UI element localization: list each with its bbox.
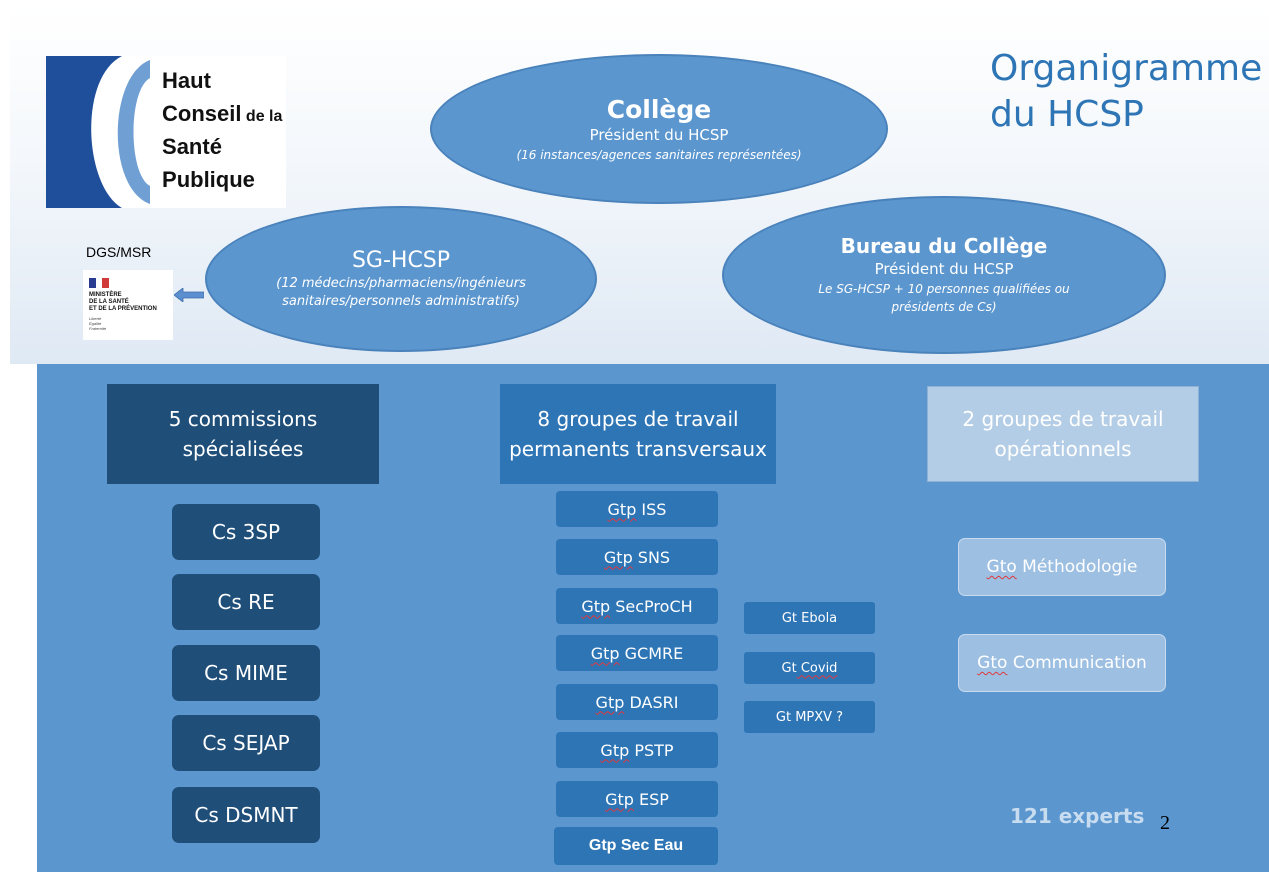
gtp-header: 8 groupes de travail permanents transvers… bbox=[500, 384, 776, 484]
commission-box: Cs DSMNT bbox=[172, 787, 320, 843]
gtp-name: SecProCH bbox=[610, 596, 693, 616]
gt-name: Covid bbox=[796, 660, 838, 676]
gto-prefix: Gto bbox=[986, 557, 1017, 577]
gto-prefix: Gto bbox=[977, 653, 1008, 673]
gto-box: Gto Méthodologie bbox=[958, 538, 1166, 596]
gtp-name: ISS bbox=[636, 499, 667, 519]
sg-title: SG-HCSP bbox=[351, 247, 451, 273]
gtp-box: Gtp ISS bbox=[556, 491, 718, 527]
gt-prefix: Gt bbox=[781, 610, 798, 626]
page-title: Organigramme du HCSP bbox=[990, 46, 1263, 138]
commission-box: Cs SEJAP bbox=[172, 715, 320, 771]
gtp-prefix: Gtp bbox=[605, 789, 634, 809]
gto-header-line-2: opérationnels bbox=[994, 437, 1132, 461]
title-line-1: Organigramme bbox=[990, 48, 1263, 89]
bureau-note-line-1: Le SG-HCSP + 10 personnes qualifiées ou bbox=[818, 282, 1070, 296]
commission-label: Cs SEJAP bbox=[202, 731, 290, 755]
ministere-line-1: MINISTÈRE bbox=[89, 292, 122, 298]
gtp-name: DASRI bbox=[624, 692, 679, 712]
gtp-box: Gtp ESP bbox=[556, 781, 718, 817]
motto-line-3: Fraternité bbox=[89, 326, 107, 331]
commission-label: Cs 3SP bbox=[211, 520, 281, 544]
commission-label: Cs DSMNT bbox=[194, 803, 298, 827]
commissions-header-line-2: spécialisées bbox=[182, 437, 304, 461]
logo-line-3: Santé bbox=[162, 134, 222, 159]
experts-count: 121 experts bbox=[1010, 804, 1145, 828]
gtp-box: Gtp DASRI bbox=[556, 684, 718, 720]
hcsp-logo: Haut Conseil de la Santé Publique bbox=[46, 56, 286, 208]
commission-label: Cs MIME bbox=[204, 661, 288, 685]
gtp-prefix: Gtp bbox=[595, 692, 625, 712]
gt-box: Gt Ebola bbox=[744, 602, 875, 634]
gt-name: Ebola bbox=[797, 610, 838, 626]
bureau-title: Bureau du Collège bbox=[840, 234, 1048, 258]
gtp-box: Gtp Sec Eau bbox=[554, 827, 718, 865]
gt-name: MPXV ? bbox=[791, 709, 844, 725]
dgs-label: DGS/MSR bbox=[86, 244, 152, 260]
gt-prefix: Gt bbox=[775, 709, 792, 725]
college-title: Collège bbox=[606, 94, 712, 124]
sg-note-line-2: sanitaires/personnels administratifs) bbox=[282, 293, 520, 309]
college-node: Collège Président du HCSP (16 instances/… bbox=[430, 54, 888, 204]
gtp-name: ESP bbox=[633, 789, 669, 809]
gto-header: 2 groupes de travail opérationnels bbox=[927, 386, 1199, 482]
college-note: (16 instances/agences sanitaires représe… bbox=[516, 147, 802, 162]
bureau-note-line-2: présidents de Cs) bbox=[891, 300, 997, 314]
ministere-line-3: ET DE LA PRÉVENTION bbox=[89, 306, 157, 312]
gtp-name: Gtp Sec Eau bbox=[588, 837, 684, 854]
gto-header-line-1: 2 groupes de travail bbox=[962, 407, 1164, 431]
commission-label: Cs RE bbox=[217, 590, 275, 614]
college-subtitle: Président du HCSP bbox=[589, 125, 729, 144]
commissions-header: 5 commissions spécialisées bbox=[107, 384, 379, 484]
bureau-subtitle: Président du HCSP bbox=[874, 260, 1014, 278]
commission-box: Cs RE bbox=[172, 574, 320, 630]
sg-note-line-1: (12 médecins/pharmaciens/ingénieurs bbox=[276, 275, 526, 291]
gt-prefix: Gt bbox=[781, 660, 797, 676]
motto-line-2: Égalité bbox=[89, 321, 102, 326]
arrow-left-icon bbox=[174, 288, 204, 302]
gto-name: Méthodologie bbox=[1016, 557, 1138, 577]
marianne-flag-icon bbox=[89, 278, 109, 288]
gtp-header-line-2: permanents transversaux bbox=[509, 437, 767, 461]
commission-box: Cs MIME bbox=[172, 645, 320, 701]
gtp-name: PSTP bbox=[629, 740, 674, 760]
bureau-node: Bureau du Collège Président du HCSP Le S… bbox=[722, 196, 1166, 354]
logo-emblem bbox=[46, 56, 154, 208]
gt-box: Gt Covid bbox=[744, 652, 875, 684]
gtp-box: Gtp PSTP bbox=[556, 732, 718, 768]
logo-line-4: Publique bbox=[162, 167, 255, 192]
commissions-header-line-1: 5 commissions bbox=[168, 407, 318, 431]
gtp-prefix: Gtp bbox=[607, 499, 637, 519]
ministere-logo: MINISTÈRE DE LA SANTÉ ET DE LA PRÉVENTIO… bbox=[83, 270, 173, 340]
gtp-box: Gtp SNS bbox=[556, 539, 718, 575]
gto-name: Communication bbox=[1007, 653, 1147, 673]
ministere-line-2: DE LA SANTÉ bbox=[89, 299, 129, 305]
commission-box: Cs 3SP bbox=[172, 504, 320, 560]
gtp-header-line-1: 8 groupes de travail bbox=[537, 407, 739, 431]
gtp-prefix: Gtp bbox=[590, 643, 620, 663]
page-number: 2 bbox=[1160, 812, 1170, 834]
motto-line-1: Liberté bbox=[89, 316, 102, 321]
gto-box: Gto Communication bbox=[958, 634, 1166, 692]
gt-box: Gt MPXV ? bbox=[744, 701, 875, 733]
gtp-box: Gtp GCMRE bbox=[556, 635, 718, 671]
gtp-name: GCMRE bbox=[619, 643, 684, 663]
gtp-box: Gtp SecProCH bbox=[556, 588, 718, 624]
gtp-prefix: Gtp bbox=[581, 596, 611, 616]
gtp-prefix: Gtp bbox=[600, 740, 630, 760]
logo-line-2: Conseil de la bbox=[162, 101, 283, 126]
gtp-name: SNS bbox=[632, 547, 671, 567]
logo-line-1: Haut bbox=[162, 68, 211, 93]
sg-hcsp-node: SG-HCSP (12 médecins/pharmaciens/ingénie… bbox=[205, 206, 597, 352]
gtp-prefix: Gtp bbox=[603, 547, 633, 567]
title-line-2: du HCSP bbox=[990, 94, 1144, 135]
